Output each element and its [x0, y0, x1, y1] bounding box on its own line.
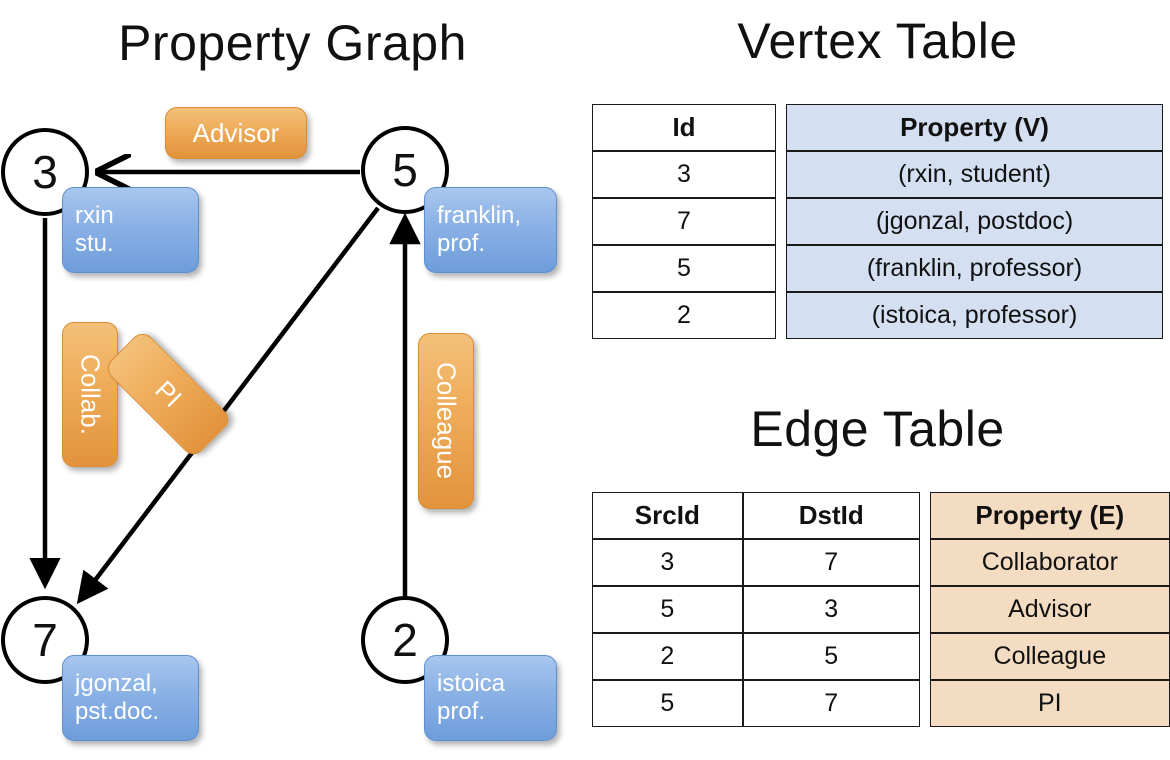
node-3-property-line-2: stu. — [75, 230, 114, 257]
graph-node-5[interactable]: 5 — [361, 126, 449, 214]
vertex-row-3-id: 2 — [592, 292, 776, 339]
vertex-row-0-property: (rxin, student) — [786, 151, 1163, 198]
vertex-row-0-gap — [776, 151, 786, 198]
table-row[interactable]: 5 (franklin, professor) — [592, 245, 1163, 292]
vertex-table-header-property: Property (V) — [786, 104, 1163, 151]
edge-table-header-srcid: SrcId — [592, 492, 743, 539]
edge-row-2-gap — [919, 633, 930, 680]
table-row[interactable]: 2 5 Colleague — [592, 633, 1170, 680]
node-3-property-line-1: rxin — [75, 202, 114, 230]
edge-table-header-property: Property (E) — [929, 492, 1170, 539]
edge-row-3-dst: 7 — [742, 680, 920, 727]
node-5-property-line-2: prof. — [437, 230, 486, 257]
table-row[interactable]: 7 (jgonzal, postdoc) — [592, 198, 1163, 245]
vertex-row-2-gap — [776, 245, 786, 292]
edge-label-advisor-text: Advisor — [192, 117, 280, 148]
edge-row-0-gap — [919, 539, 930, 586]
edge-label-colleague[interactable]: Colleague — [418, 333, 474, 509]
edge-row-0-src: 3 — [592, 539, 743, 586]
edge-label-pi-text: PI — [149, 374, 188, 413]
vertex-row-3-gap — [776, 292, 786, 339]
node-property-box-2[interactable]: istoica prof. — [424, 655, 557, 741]
node-2-property-line-1: istoica — [437, 670, 506, 698]
edge-row-2-property: Colleague — [929, 633, 1170, 680]
edge-row-3-gap — [919, 680, 930, 727]
vertex-row-2-id: 5 — [592, 245, 776, 292]
page-title-edge-table: Edge Table — [750, 401, 1005, 457]
node-5-property-line-1: franklin, — [437, 202, 522, 230]
edge-row-0-dst: 7 — [742, 539, 920, 586]
edge-table-header-dstid: DstId — [742, 492, 920, 539]
edge-label-advisor[interactable]: Advisor — [165, 107, 307, 159]
node-property-box-5[interactable]: franklin, prof. — [424, 187, 557, 273]
edge-label-colleague-text: Colleague — [431, 362, 462, 480]
vertex-row-3-property: (istoica, professor) — [786, 292, 1163, 339]
node-7-property-line-2: pst.doc. — [75, 698, 160, 725]
table-row[interactable]: 5 3 Advisor — [592, 586, 1170, 633]
vertex-row-0-id: 3 — [592, 151, 776, 198]
table-row[interactable]: 3 7 Collaborator — [592, 539, 1170, 586]
node-2-property-line-2: prof. — [437, 698, 486, 725]
edge-table-column-gap — [919, 492, 930, 539]
edge-row-1-src: 5 — [592, 586, 743, 633]
vertex-table-column-gap — [776, 104, 786, 151]
edge-row-1-gap — [919, 586, 930, 633]
graph-edge-lines — [29, 0, 421, 605]
table-row[interactable]: 3 (rxin, student) — [592, 151, 1163, 198]
edge-row-0-property: Collaborator — [929, 539, 1170, 586]
edge-row-2-dst: 5 — [742, 633, 920, 680]
edge-row-2-src: 2 — [592, 633, 743, 680]
vertex-row-2-property: (franklin, professor) — [786, 245, 1163, 292]
node-property-box-3[interactable]: rxin stu. — [62, 187, 199, 273]
vertex-table-header-id: Id — [592, 104, 776, 151]
table-row[interactable]: 2 (istoica, professor) — [592, 292, 1163, 339]
edge-row-3-property: PI — [929, 680, 1170, 727]
page-title-vertex-table: Vertex Table — [737, 13, 1018, 69]
vertex-table: Id Property (V) 3 (rxin, student) 7 (jgo… — [592, 104, 1163, 339]
vertex-table-header-row: Id Property (V) — [592, 104, 1163, 151]
edge-label-collab-text: Collab. — [75, 354, 106, 435]
vertex-row-1-property: (jgonzal, postdoc) — [786, 198, 1163, 245]
node-7-property-line-1: jgonzal, — [75, 670, 158, 698]
page-title-property-graph: Property Graph — [118, 15, 467, 71]
table-row[interactable]: 5 7 PI — [592, 680, 1170, 727]
graph-node-2[interactable]: 2 — [361, 596, 449, 684]
edge-row-1-dst: 3 — [742, 586, 920, 633]
edge-row-3-src: 5 — [592, 680, 743, 727]
edge-label-collab[interactable]: Collab. — [62, 322, 118, 467]
property-graph-diagram: 3 5 7 2 rxin stu. franklin, prof. jgonza… — [1, 0, 557, 741]
edge-table: SrcId DstId Property (E) 3 7 Collaborato… — [592, 492, 1170, 727]
vertex-row-1-id: 7 — [592, 198, 776, 245]
node-property-box-7[interactable]: jgonzal, pst.doc. — [62, 655, 199, 741]
edge-table-header-row: SrcId DstId Property (E) — [592, 492, 1170, 539]
vertex-row-1-gap — [776, 198, 786, 245]
edge-line-5-to-7 — [76, 206, 380, 605]
edge-row-1-property: Advisor — [929, 586, 1170, 633]
